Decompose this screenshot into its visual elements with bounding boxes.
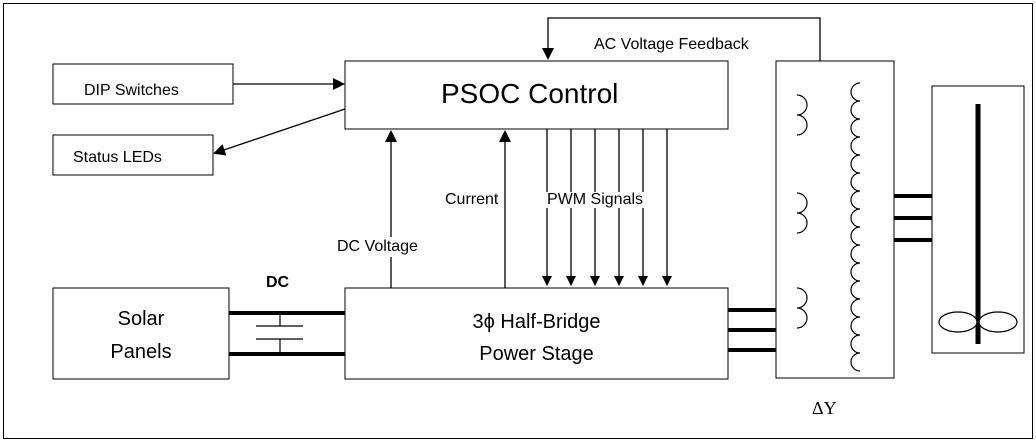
dip-switches-box: [52, 63, 234, 105]
power-stage-box: [344, 287, 729, 380]
transformer-delta-y-label: ΔY: [812, 398, 837, 418]
psoc-control-label: PSOC Control: [441, 78, 619, 109]
dc-voltage-label: DC Voltage: [337, 237, 418, 257]
power-stage-label-line1: 3ϕ Half-Bridge: [472, 311, 601, 333]
dc-bus: [229, 311, 345, 356]
dc-bus-label: DC: [266, 274, 290, 291]
pwm-signals-label: PWM Signals: [545, 191, 646, 208]
psoc-to-leds-arrow: [213, 108, 346, 156]
secondary-winding: [850, 82, 861, 372]
psoc-control-box: [344, 60, 729, 130]
ac-feedback-line: [542, 17, 821, 61]
primary-winding-2: [796, 192, 808, 234]
outer-frame: [3, 3, 1033, 439]
solar-panels-label-line2: Panels: [110, 340, 172, 363]
primary-winding-1: [796, 94, 808, 136]
primary-winding-3: [796, 287, 808, 329]
ac-voltage-feedback-label: AC Voltage Feedback: [594, 36, 749, 53]
solar-panels-label-line1: Solar: [117, 308, 165, 330]
capacitor-symbol: [256, 313, 303, 354]
three-phase-lines-primary: [728, 308, 776, 352]
three-phase-lines-secondary: [894, 194, 932, 242]
transformer-windings: [796, 82, 861, 372]
status-leds-box: [52, 134, 214, 176]
pump-impeller-icon: [938, 104, 1018, 344]
power-stage-label: 3ϕ Half-Bridge Power Stage: [345, 310, 728, 367]
power-stage-label-line2: Power Stage: [479, 342, 594, 365]
dip-switches-label: DIP Switches: [84, 82, 179, 99]
status-leds-label: Status LEDs: [73, 149, 162, 166]
solar-panels-label: Solar Panels: [53, 307, 229, 365]
transformer-box: [775, 60, 895, 379]
solar-panels-box: [52, 287, 230, 380]
current-label: Current: [445, 191, 499, 208]
